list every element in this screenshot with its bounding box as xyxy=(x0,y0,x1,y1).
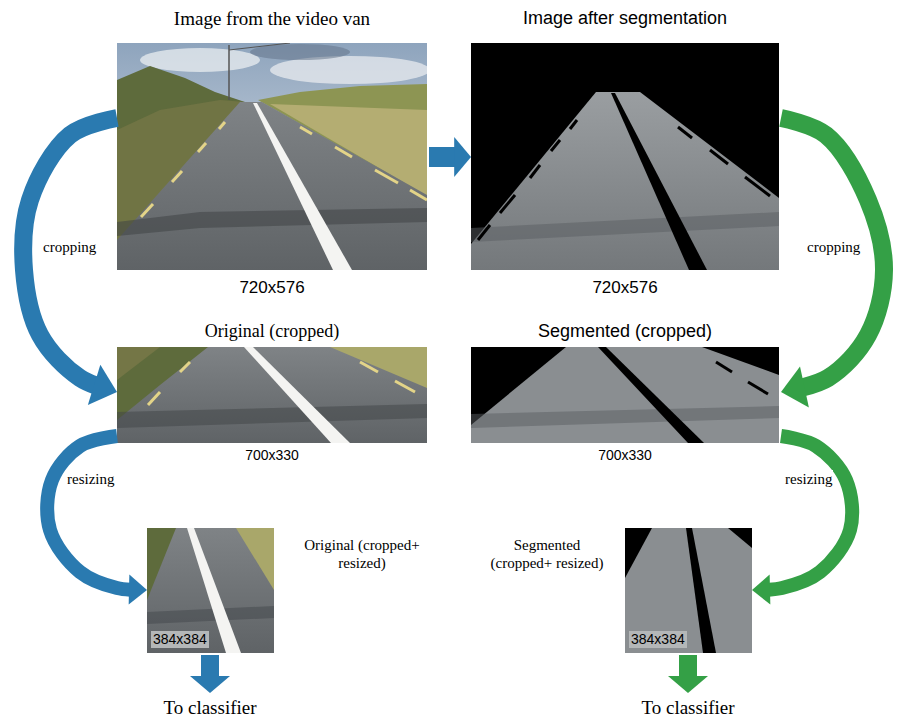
field xyxy=(330,347,427,388)
cloud xyxy=(250,44,350,60)
road-surface xyxy=(471,92,779,270)
arrow-head xyxy=(752,575,770,605)
output-arrow xyxy=(668,655,708,693)
road-surface xyxy=(625,528,752,653)
arrow-head xyxy=(88,365,117,405)
wire xyxy=(229,43,290,50)
cloud xyxy=(270,56,427,84)
panel-heading: Image from the video van xyxy=(117,8,427,31)
segmented-photo xyxy=(471,347,779,443)
segmented-photo xyxy=(471,43,779,270)
panel-caption: Original (cropped+ resized) xyxy=(297,536,427,572)
edge-marking xyxy=(478,120,770,240)
image-size: 720x576 xyxy=(117,278,427,298)
step-label: resizing xyxy=(784,470,833,488)
image-size: 700x330 xyxy=(117,447,427,464)
edge-marking xyxy=(141,122,427,217)
image-size: 384x384 xyxy=(151,631,209,648)
centre-line xyxy=(253,103,352,270)
hedge xyxy=(147,528,176,600)
mask xyxy=(625,528,652,578)
road-photo xyxy=(117,43,427,270)
output-label: To classifier xyxy=(130,697,290,720)
flow-arrow xyxy=(47,436,147,605)
segmented-photo xyxy=(625,528,752,653)
road-surface xyxy=(471,347,779,443)
centre-line xyxy=(244,347,350,443)
image-panel: Original (cropped+ resized) 384x384 xyxy=(147,528,447,653)
flow-arrow xyxy=(752,436,852,605)
shadow xyxy=(117,208,427,236)
image-panel: Segmented (cropped+ resized) 384x384 xyxy=(480,528,752,653)
centre-line xyxy=(598,347,704,443)
image-size: 700x330 xyxy=(471,447,779,464)
shadow xyxy=(471,212,779,242)
image-panel: Image from the video van 720x576 xyxy=(117,4,429,302)
shadow xyxy=(147,606,274,624)
output-label: To classifier xyxy=(608,697,768,720)
road-surface xyxy=(147,528,274,653)
panel-heading: Original (cropped) xyxy=(117,321,427,343)
image-panel: Original (cropped) 700x330 xyxy=(117,318,429,468)
flow-arrow xyxy=(23,118,117,405)
shadow xyxy=(471,406,779,428)
flow-arrow xyxy=(781,118,884,407)
edge-marking xyxy=(148,362,415,405)
panel-heading: Image after segmentation xyxy=(471,8,779,30)
arrow-head xyxy=(454,137,471,177)
mask xyxy=(728,528,752,548)
flow-arrow xyxy=(429,137,471,177)
edge-marking xyxy=(716,362,768,394)
step-label: cropping xyxy=(42,238,97,256)
hedge xyxy=(117,347,208,420)
arrow-head xyxy=(190,676,230,693)
panel-caption: Segmented (cropped+ resized) xyxy=(482,536,612,572)
road-photo xyxy=(117,347,427,443)
panel-heading: Segmented (cropped) xyxy=(471,321,779,343)
pole xyxy=(228,45,230,100)
arrow-head xyxy=(129,575,147,605)
centre-line xyxy=(686,528,716,653)
arrow-shaft xyxy=(23,118,117,392)
step-label: cropping xyxy=(806,238,861,256)
field xyxy=(236,528,274,590)
image-size: 720x576 xyxy=(471,278,779,298)
arrow-shaft xyxy=(47,436,147,590)
mask xyxy=(471,43,779,270)
mask xyxy=(702,347,779,375)
arrow-head xyxy=(781,366,809,407)
arrow-shaft xyxy=(781,118,884,392)
output-arrow xyxy=(190,655,230,693)
arrow-shaft xyxy=(752,436,852,590)
image-panel: Image after segmentation 720x576 xyxy=(471,4,781,302)
road-surface xyxy=(117,102,427,270)
step-label: resizing xyxy=(66,470,115,488)
arrow-shaft xyxy=(201,655,219,677)
centre-line xyxy=(611,93,707,270)
image-panel: Segmented (cropped) 700x330 xyxy=(471,318,781,468)
hedge xyxy=(117,347,160,380)
arrow-head xyxy=(668,676,708,693)
road-surface xyxy=(117,347,427,443)
road-photo xyxy=(147,528,274,653)
shadow xyxy=(117,404,427,428)
cloud xyxy=(140,48,260,72)
arrow-shaft xyxy=(679,655,697,677)
image-size: 384x384 xyxy=(629,631,687,648)
